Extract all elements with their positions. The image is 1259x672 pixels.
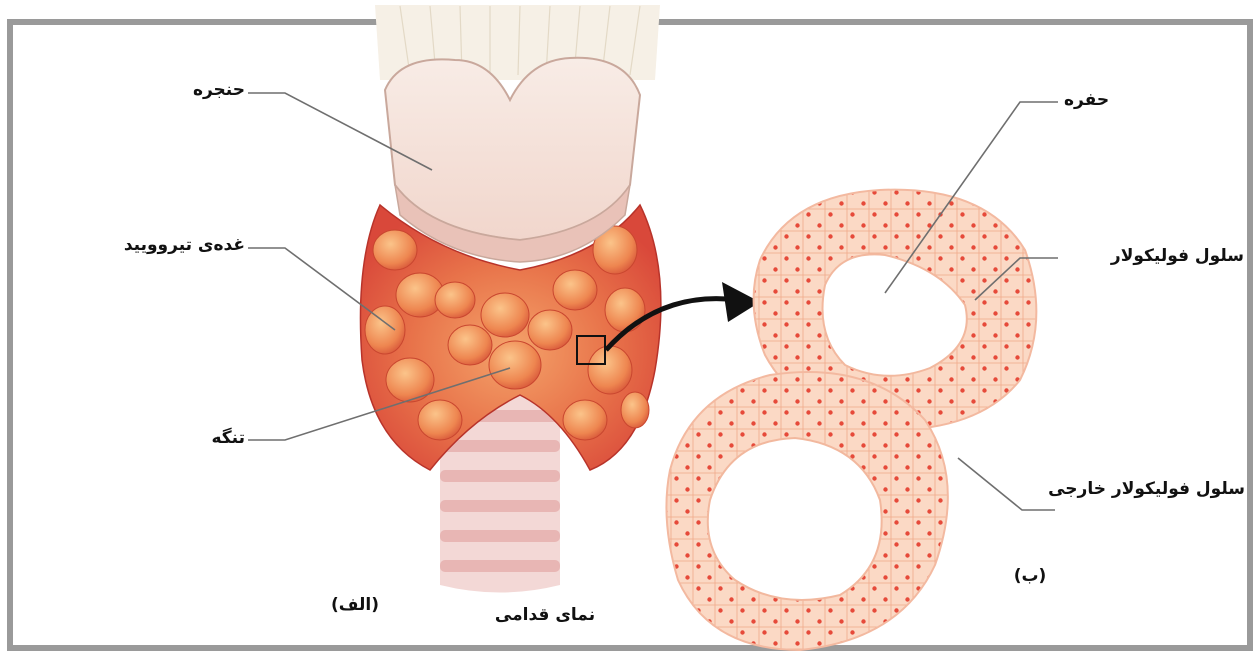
- label-extrafollicular-cell: سلول فولیکولار خارجی: [1010, 481, 1245, 498]
- label-cavity: حفره: [1064, 92, 1144, 109]
- label-larynx: حنجره: [175, 82, 245, 99]
- follicle-illustration: [666, 190, 1036, 650]
- label-panel-a: (الف): [320, 597, 390, 614]
- label-follicular-cell: سلول فولیکولار: [1064, 248, 1244, 265]
- label-panel-b: (ب): [1000, 568, 1060, 585]
- label-anterior-view: نمای قدامی: [480, 607, 610, 624]
- label-isthmus: تنگه: [175, 430, 245, 447]
- label-thyroid-gland: غده‌ی تیروویید: [100, 237, 245, 254]
